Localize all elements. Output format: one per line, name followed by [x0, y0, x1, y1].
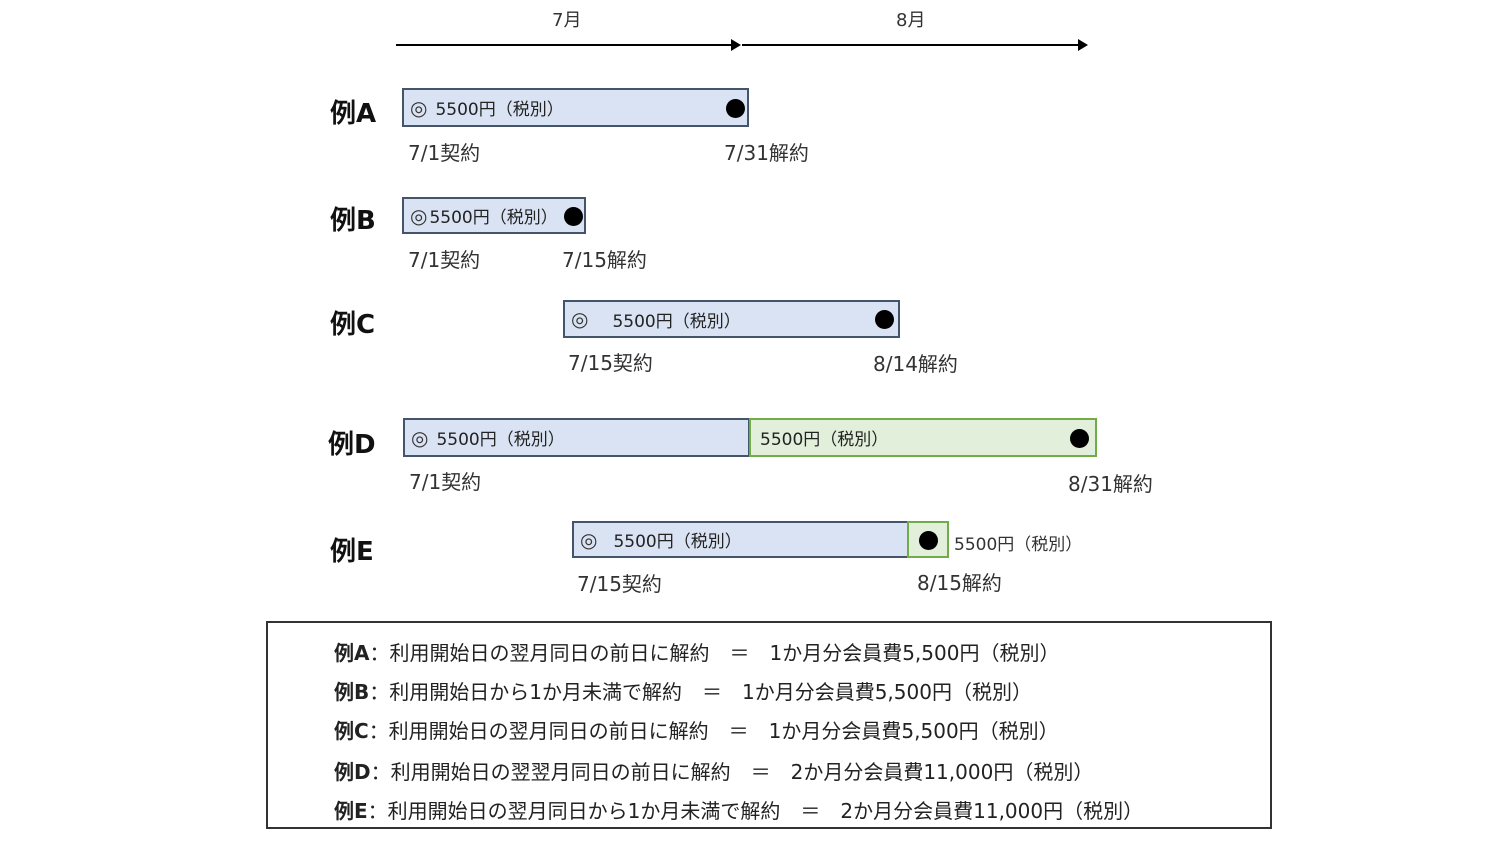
- example-b-price: 5500円（税別）: [429, 208, 558, 228]
- example-e-label: 例E: [330, 537, 374, 567]
- example-a-label: 例A: [330, 99, 377, 129]
- example-b-bar: ◎ 5500円（税別）: [402, 197, 586, 234]
- example-e-bar-month2: [907, 521, 949, 558]
- example-e-price-month1: 5500円（税別）: [613, 532, 742, 552]
- example-d-price-month1: 5500円（税別）: [436, 430, 565, 450]
- summary-text: ：利用開始日から1か月未満で解約 ＝ 1か月分会員費5,500円（税別）: [369, 680, 1032, 704]
- example-a-price: 5500円（税別）: [435, 100, 564, 120]
- summary-box: 例A：利用開始日の翌月同日の前日に解約 ＝ 1か月分会員費5,500円（税別） …: [266, 621, 1272, 829]
- august-arrow: [742, 39, 1088, 51]
- example-b-label: 例B: [330, 206, 376, 236]
- july-arrow: [396, 39, 741, 51]
- summary-row-b: 例B：利用開始日から1か月未満で解約 ＝ 1か月分会員費5,500円（税別）: [334, 676, 1032, 705]
- example-e-price-month2: 5500円（税別）: [954, 535, 1083, 555]
- example-e-bar-month1: ◎ 5500円（税別）: [572, 521, 909, 558]
- month-label-august: 8月: [896, 10, 926, 31]
- end-dot-icon: [919, 530, 938, 550]
- example-b-start-date: 7/1契約: [408, 248, 481, 272]
- summary-text: ：利用開始日の翌月同日から1か月未満で解約 ＝ 2か月分会員費11,000円（税…: [367, 799, 1144, 823]
- example-d-price-month2: 5500円（税別）: [760, 430, 889, 450]
- summary-label: 例C: [334, 719, 369, 743]
- end-dot-icon: [726, 98, 745, 118]
- example-a-end-date: 7/31解約: [724, 141, 809, 165]
- example-d-bar-month1: ◎ 5500円（税別）: [403, 418, 750, 457]
- double-circle-icon: ◎: [580, 527, 598, 552]
- example-a-bar: ◎ 5500円（税別）: [402, 88, 749, 127]
- example-e-end-date: 8/15解約: [917, 571, 1002, 595]
- example-d-end-date: 8/31解約: [1068, 472, 1153, 496]
- example-e-start-date: 7/15契約: [577, 572, 662, 596]
- example-c-bar: ◎ 5500円（税別）: [563, 300, 900, 338]
- end-dot-icon: [875, 310, 894, 329]
- summary-text: ：利用開始日の翌翌月同日の前日に解約 ＝ 2か月分会員費11,000円（税別）: [370, 760, 1094, 784]
- summary-label: 例D: [334, 760, 371, 784]
- example-d-start-date: 7/1契約: [409, 470, 482, 494]
- summary-row-c: 例C：利用開始日の翌月同日の前日に解約 ＝ 1か月分会員費5,500円（税別）: [334, 715, 1059, 744]
- double-circle-icon: ◎: [571, 307, 589, 331]
- example-b-end-date: 7/15解約: [562, 248, 647, 272]
- example-c-end-date: 8/14解約: [873, 352, 958, 376]
- summary-row-a: 例A：利用開始日の翌月同日の前日に解約 ＝ 1か月分会員費5,500円（税別）: [334, 637, 1059, 666]
- double-circle-icon: ◎: [410, 95, 428, 120]
- double-circle-icon: ◎: [411, 425, 429, 450]
- end-dot-icon: [1070, 428, 1089, 448]
- summary-row-d: 例D：利用開始日の翌翌月同日の前日に解約 ＝ 2か月分会員費11,000円（税別…: [334, 756, 1093, 785]
- summary-text: ：利用開始日の翌月同日の前日に解約 ＝ 1か月分会員費5,500円（税別）: [369, 641, 1060, 665]
- example-c-label: 例C: [330, 310, 376, 340]
- example-d-label: 例D: [328, 430, 376, 460]
- month-label-july: 7月: [552, 10, 582, 31]
- summary-label: 例B: [334, 680, 370, 704]
- example-d-bar-month2: 5500円（税別）: [749, 418, 1097, 457]
- example-a-start-date: 7/1契約: [408, 141, 481, 165]
- summary-label: 例A: [334, 641, 370, 665]
- summary-row-e: 例E：利用開始日の翌月同日から1か月未満で解約 ＝ 2か月分会員費11,000円…: [334, 795, 1143, 824]
- example-c-price: 5500円（税別）: [612, 311, 741, 332]
- double-circle-icon: ◎: [410, 203, 428, 228]
- example-c-start-date: 7/15契約: [568, 351, 653, 375]
- summary-text: ：利用開始日の翌月同日の前日に解約 ＝ 1か月分会員費5,500円（税別）: [368, 719, 1059, 743]
- summary-label: 例E: [334, 799, 368, 823]
- end-dot-icon: [564, 206, 583, 226]
